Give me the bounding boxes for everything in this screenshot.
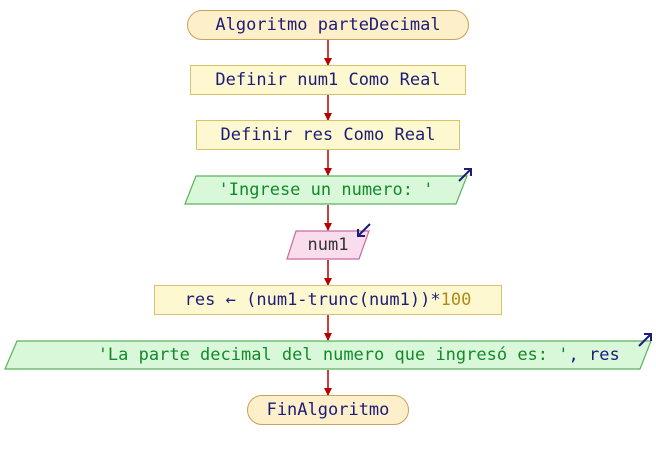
- end-terminal[interactable]: FinAlgoritmo: [247, 395, 409, 425]
- end-label: FinAlgoritmo: [266, 400, 390, 420]
- input-arrow-icon: [357, 223, 371, 237]
- output-arrow-icon: [458, 168, 472, 182]
- assign-target: res: [184, 290, 216, 310]
- write-result-string: 'La parte decimal del numero que ingresó…: [97, 345, 569, 365]
- start-label: Algoritmo parteDecimal: [215, 15, 441, 35]
- define-num1-label: Definir num1 Como Real: [215, 70, 441, 90]
- assign-arrow: ←: [225, 290, 236, 310]
- write-prompt-output[interactable]: 'Ingrese un numero: ': [184, 175, 468, 205]
- output-arrow-icon-2: [638, 333, 652, 347]
- write-prompt-label: 'Ingrese un numero: ': [218, 180, 434, 200]
- read-num1-input[interactable]: num1: [286, 230, 370, 260]
- write-result-shape: [4, 340, 652, 370]
- write-prompt-shape: [184, 175, 468, 205]
- read-num1-label: num1: [307, 235, 349, 255]
- define-res-label: Definir res Como Real: [220, 125, 436, 145]
- write-result-variable: res: [589, 345, 620, 365]
- assignment-process[interactable]: res ← (num1-trunc(num1)) * 100: [154, 285, 502, 315]
- read-num1-shape: [286, 230, 370, 260]
- assign-expression: (num1-trunc(num1)): [246, 290, 431, 310]
- write-result-output[interactable]: 'La parte decimal del numero que ingresó…: [4, 340, 652, 370]
- start-terminal[interactable]: Algoritmo parteDecimal: [187, 10, 469, 40]
- define-res-process[interactable]: Definir res Como Real: [196, 120, 460, 150]
- assign-factor: 100: [440, 290, 472, 310]
- assign-multiply: *: [430, 290, 441, 310]
- write-result-separator: ,: [568, 345, 579, 365]
- define-num1-process[interactable]: Definir num1 Como Real: [190, 65, 466, 95]
